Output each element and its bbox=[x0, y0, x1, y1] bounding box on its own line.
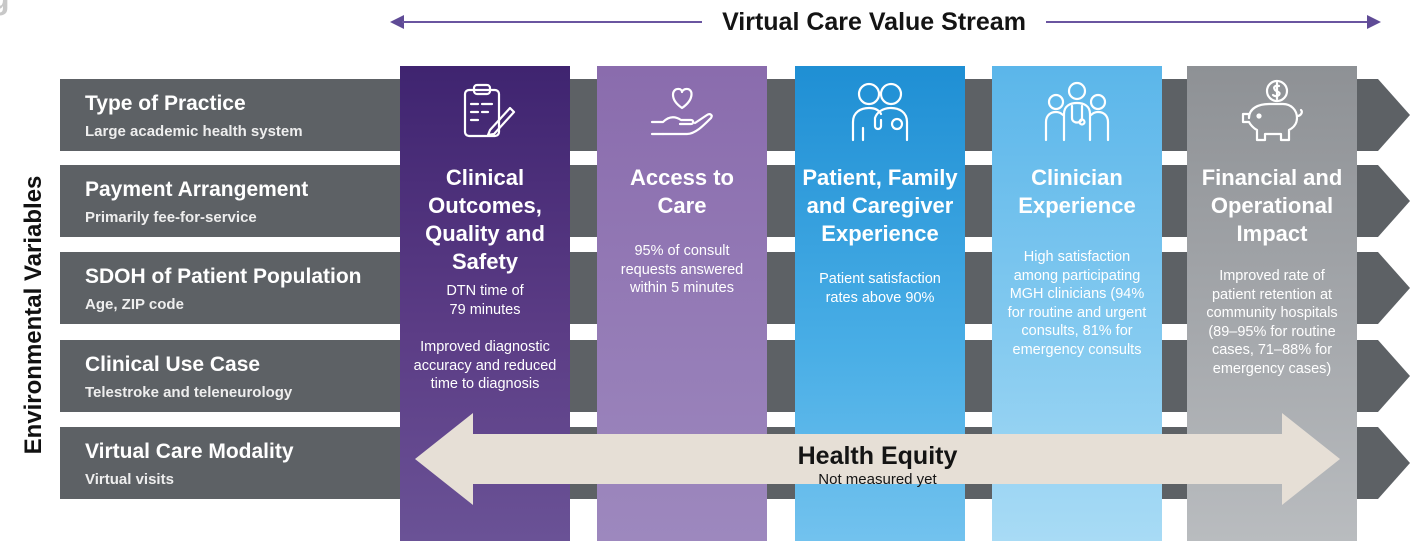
title-line: Operational bbox=[1210, 193, 1334, 218]
environmental-variables-label: Environmental Variables bbox=[20, 175, 47, 455]
partial-heading-fragment: g bbox=[0, 0, 10, 17]
title-line: Impact bbox=[1236, 221, 1308, 246]
row-title: Clinical Use Case bbox=[85, 353, 261, 376]
desc-line: (89–95% for routine bbox=[1208, 323, 1336, 340]
column-metric: Improved rate of patient retention at co… bbox=[1191, 267, 1353, 378]
desc-line: for routine and urgent bbox=[1007, 304, 1147, 321]
desc-line: MGH clinicians (94% bbox=[1009, 286, 1145, 302]
column-title: Access to Care bbox=[597, 164, 767, 220]
piggy-bank-icon bbox=[1241, 79, 1303, 142]
desc-line: Improved rate of bbox=[1219, 268, 1325, 284]
desc-line: patient retention at bbox=[1211, 286, 1333, 303]
desc-line: accuracy and reduced bbox=[413, 357, 557, 374]
column-metric: Patient satisfaction rates above 90% bbox=[799, 270, 961, 307]
row-subtitle: Large academic health system bbox=[85, 123, 303, 140]
row-title: Type of Practice bbox=[85, 92, 246, 115]
arrow-right-icon bbox=[1367, 15, 1381, 29]
desc-line: requests answered bbox=[620, 261, 744, 278]
row-title: SDOH of Patient Population bbox=[85, 265, 362, 288]
desc-line: within 5 minutes bbox=[630, 280, 734, 296]
row-title: Virtual Care Modality bbox=[85, 440, 294, 463]
value-stream-title: Virtual Care Value Stream bbox=[722, 8, 1026, 36]
column-metric: DTN time of 79 minutes bbox=[404, 282, 566, 319]
column-title: Clinician Experience bbox=[992, 164, 1162, 220]
desc-line: consults, 81% for bbox=[1021, 323, 1133, 339]
desc-line: among participating bbox=[1013, 267, 1141, 284]
column-title: Patient, Family and Caregiver Experience bbox=[795, 164, 965, 248]
desc-line: 95% of consult bbox=[634, 243, 730, 259]
header-line-left bbox=[402, 21, 702, 23]
title-line: Patient, Family bbox=[802, 165, 958, 190]
desc-line: time to diagnosis bbox=[430, 376, 540, 392]
row-title: Payment Arrangement bbox=[85, 178, 309, 201]
column-title: Financial and Operational Impact bbox=[1187, 164, 1357, 248]
title-line: Clinician bbox=[1031, 165, 1123, 190]
desc-line: Patient satisfaction bbox=[819, 271, 941, 287]
title-line: and Caregiver bbox=[806, 193, 954, 218]
title-line: Access to bbox=[630, 165, 734, 190]
row-subtitle: Virtual visits bbox=[85, 471, 174, 488]
clipboard-check-icon bbox=[463, 83, 516, 138]
column-metric: High satisfaction among participating MG… bbox=[996, 248, 1158, 359]
column-metric: Improved diagnostic accuracy and reduced… bbox=[404, 338, 566, 394]
desc-line: DTN time of bbox=[446, 283, 524, 299]
health-equity-status: Not measured yet bbox=[818, 471, 937, 488]
column-title: Clinical Outcomes, Quality and Safety bbox=[400, 164, 570, 276]
heart-hand-icon bbox=[650, 87, 713, 136]
title-line: Experience bbox=[821, 221, 939, 246]
clinicians-icon bbox=[1044, 81, 1110, 142]
desc-line: High satisfaction bbox=[1023, 249, 1131, 265]
desc-line: emergency cases) bbox=[1212, 360, 1332, 377]
desc-line: emergency consults bbox=[1012, 341, 1142, 358]
title-line: Experience bbox=[1018, 193, 1136, 218]
title-line: Care bbox=[657, 193, 707, 218]
health-equity-title: Health Equity bbox=[797, 442, 958, 470]
column-metric: 95% of consult requests answered within … bbox=[601, 242, 763, 298]
arrow-left-icon bbox=[390, 15, 404, 29]
row-subtitle: Telestroke and teleneurology bbox=[85, 384, 293, 401]
title-line: Quality and bbox=[425, 221, 545, 246]
desc-line: cases, 71–88% for bbox=[1211, 342, 1333, 358]
desc-line: 79 minutes bbox=[449, 301, 521, 318]
desc-line: community hospitals bbox=[1206, 305, 1338, 321]
family-icon bbox=[851, 82, 909, 142]
desc-line: rates above 90% bbox=[825, 289, 935, 306]
desc-line: Improved diagnostic bbox=[420, 339, 550, 355]
title-line: Outcomes, bbox=[428, 193, 542, 218]
title-line: Clinical bbox=[445, 165, 525, 190]
row-subtitle: Primarily fee-for-service bbox=[85, 209, 257, 226]
header-line-right bbox=[1046, 21, 1369, 23]
title-line: Financial and bbox=[1201, 165, 1343, 190]
row-subtitle: Age, ZIP code bbox=[85, 296, 184, 313]
title-line: Safety bbox=[451, 249, 519, 274]
